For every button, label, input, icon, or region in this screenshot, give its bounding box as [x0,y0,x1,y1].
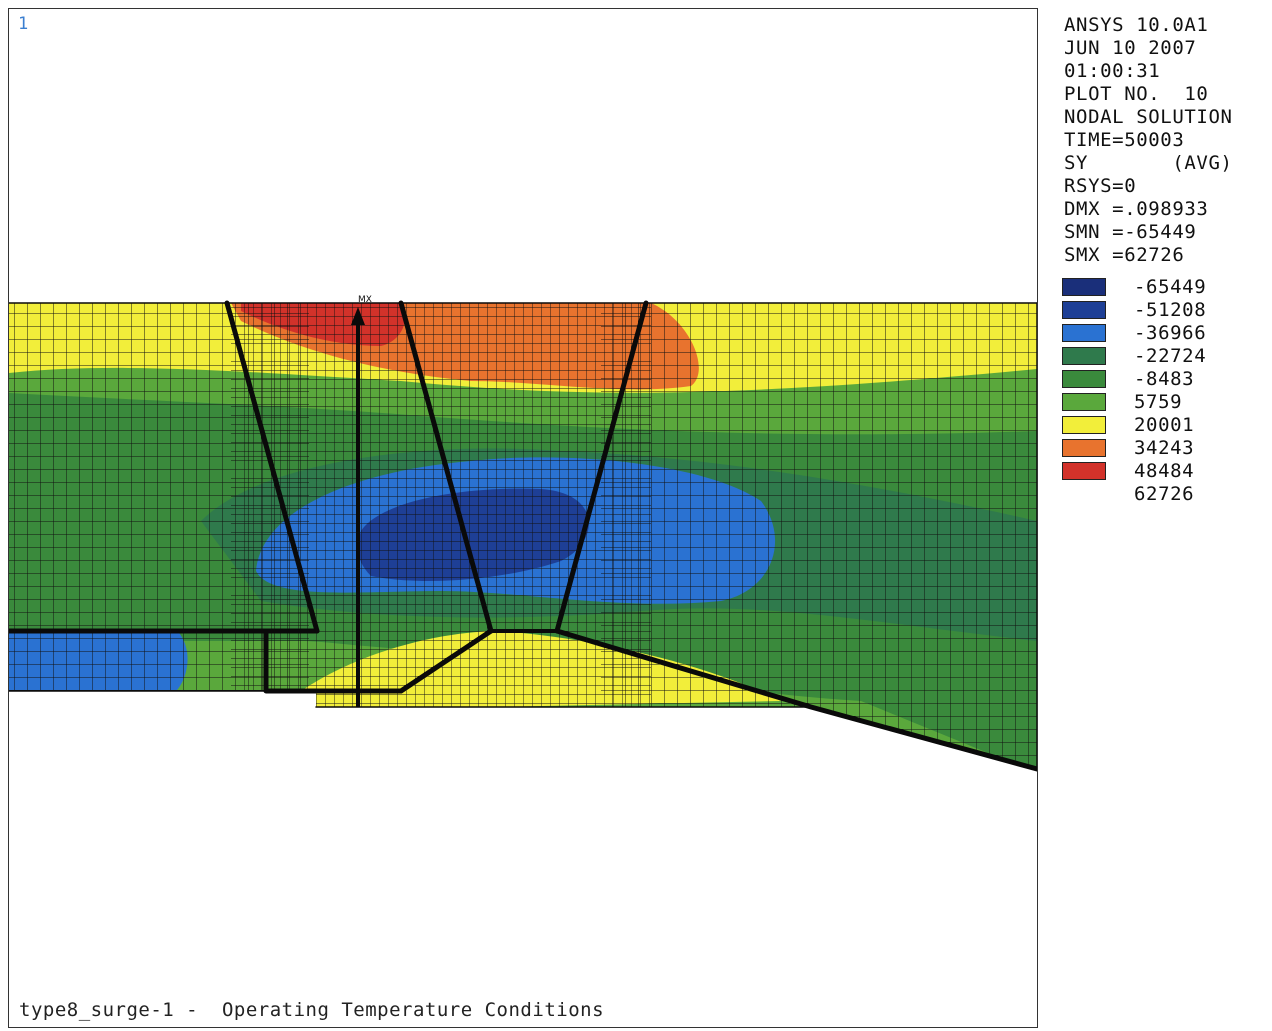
info-smx: SMX =62726 [1064,244,1185,266]
contour-plot: MX [9,295,1037,772]
window-number: 1 [18,14,29,34]
legend-swatch [1062,301,1106,319]
mesh-grid-right [601,303,1037,769]
legend-swatch [1062,439,1106,457]
legend-value: 5759 [1134,391,1183,413]
legend-value: 48484 [1134,460,1195,482]
solution-info-panel: ANSYS 10.0A1 JUN 10 2007 01:00:31 PLOT N… [1064,14,1269,267]
region-boundary-left [224,300,320,634]
region-boundary-center-left [398,300,494,634]
legend-value: 62726 [1134,483,1195,505]
info-program-version: ANSYS 10.0A1 [1064,14,1209,36]
legend-swatch [1062,278,1106,296]
legend-swatch [1062,347,1106,365]
legend-value: 20001 [1134,414,1195,436]
info-rsys: RSYS=0 [1064,175,1137,197]
region-boundary-notch [263,628,494,694]
info-date: JUN 10 2007 [1064,37,1197,59]
legend-value: -36966 [1134,322,1207,344]
info-time-of-day: 01:00:31 [1064,60,1161,82]
legend-swatch [1062,416,1106,434]
legend-swatch [1062,324,1106,342]
legend-value: 34243 [1134,437,1195,459]
plot-viewport: MX 1 type8_surge-1 - Operating Temperatu… [8,8,1038,1028]
info-dmx: DMX =.098933 [1064,198,1209,220]
legend-value: -51208 [1134,299,1207,321]
max-marker-label: MX [358,295,372,305]
info-smn: SMN =-65449 [1064,221,1197,243]
plot-caption: type8_surge-1 - Operating Temperature Co… [19,999,605,1021]
info-plot-number: PLOT NO. 10 [1064,83,1209,105]
legend-value: -22724 [1134,345,1207,367]
mesh-grid-center [231,303,651,713]
legend-swatch [1062,370,1106,388]
region-boundary-center-right [554,300,649,634]
info-result-item: SY (AVG) [1064,152,1233,174]
legend-swatch [1062,462,1106,480]
legend-swatch [1062,393,1106,411]
info-solution-time: TIME=50003 [1064,129,1185,151]
info-solution-type: NODAL SOLUTION [1064,106,1233,128]
legend-value: -65449 [1134,276,1207,298]
max-location-marker: MX [351,295,372,707]
legend-value: -8483 [1134,368,1195,390]
